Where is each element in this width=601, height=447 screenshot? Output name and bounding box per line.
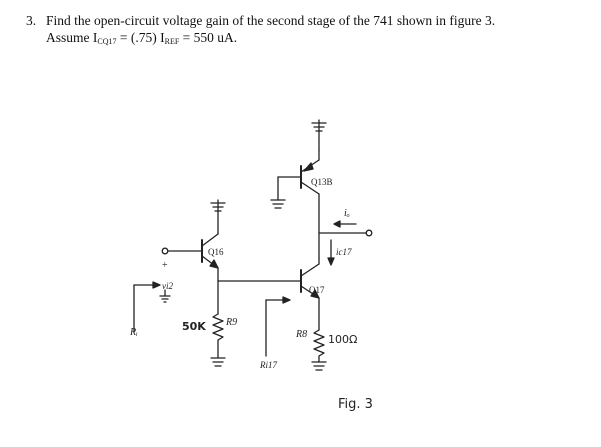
icq17-subscript: CQ17 (97, 37, 117, 46)
ri17-label: Ri17 (259, 360, 277, 370)
q16-transistor (161, 231, 219, 315)
r8-value: 100Ω (328, 333, 357, 346)
r9-ground (210, 357, 226, 367)
output-node (318, 220, 373, 237)
factor-value: (.75) (130, 30, 157, 45)
r8-resistor (313, 329, 325, 363)
equals-sign-2: = (182, 30, 191, 45)
vi2-label: vi2 (162, 281, 173, 291)
q16-supply (210, 199, 226, 233)
q13b-base-supply (270, 199, 286, 209)
r8-ground (311, 361, 327, 371)
r9-value: 50K (182, 320, 206, 333)
equals-sign-1: = (119, 30, 128, 45)
r8-label: R8 (295, 329, 307, 340)
question-prompt: Find the open-circuit voltage gain of th… (46, 13, 496, 28)
input-ground (159, 289, 171, 303)
ri-arrow (133, 281, 161, 333)
r9-label: R9 (225, 317, 237, 328)
assume-word: Assume (46, 30, 90, 45)
iref-subscript: REF (164, 37, 180, 46)
question-text: 3. Find the open-circuit voltage gain of … (26, 12, 495, 50)
q13b-transistor (277, 149, 320, 259)
figure-label: Fig. 3 (338, 397, 373, 412)
q16-label: Q16 (208, 247, 224, 257)
ic17-arrow (327, 239, 335, 266)
question-line-1: 3. Find the open-circuit voltage gain of … (26, 12, 495, 29)
vcc-supply-top (311, 119, 327, 151)
q17-transistor (217, 257, 320, 331)
ic17-label: ic17 (336, 247, 352, 257)
r9-resistor (212, 313, 224, 359)
ri17-arrow (265, 296, 291, 357)
question-line-2: Assume ICQ17 = (.75) IREF = 550 uA. (26, 29, 495, 50)
ri-label: Rᵢ (129, 327, 138, 338)
question-number: 3. (26, 13, 37, 28)
iref-value: 550 uA. (193, 30, 238, 45)
iref-symbol: I (160, 30, 165, 45)
icq17-symbol: I (92, 30, 98, 45)
io-label: iₒ (344, 208, 350, 219)
q13b-label: Q13B (311, 177, 333, 187)
q17-label: Q17 (309, 285, 325, 295)
plus-sign: + (162, 260, 168, 271)
